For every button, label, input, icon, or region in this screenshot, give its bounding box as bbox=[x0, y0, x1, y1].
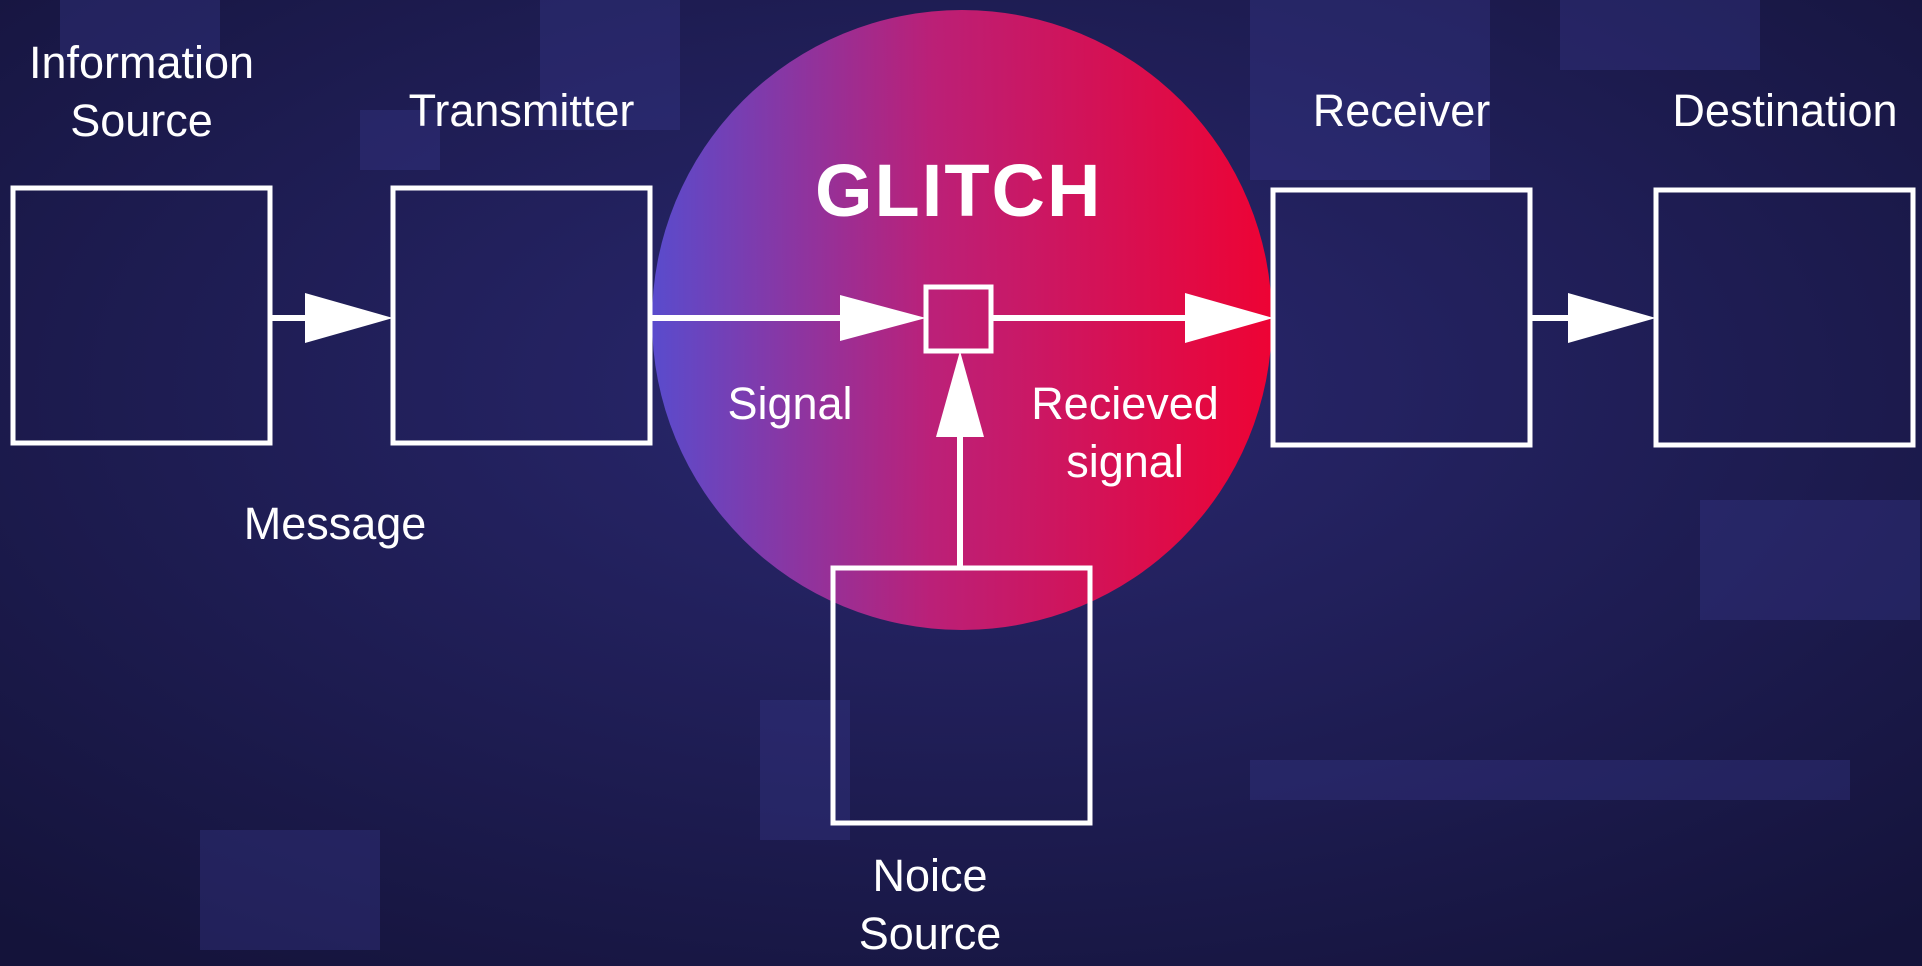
received-signal-label-line-2: signal bbox=[1066, 436, 1184, 487]
noise-source-label: Noice Source bbox=[830, 847, 1030, 963]
receiver-label: Receiver bbox=[1312, 85, 1491, 136]
transmitter-label: Transmitter bbox=[408, 85, 635, 136]
destination-box bbox=[1653, 187, 1916, 448]
signal-label: Signal bbox=[727, 378, 853, 429]
noise-source-label-line-2: Source bbox=[858, 908, 1002, 959]
signal-arrowhead bbox=[840, 295, 926, 341]
glitch-highlight-circle bbox=[652, 10, 1272, 630]
information-source-label-line-1: Information bbox=[28, 37, 255, 88]
background-texture bbox=[60, 0, 1920, 950]
noise-source-label-line-1: Noice bbox=[872, 850, 988, 901]
noise-arrowhead bbox=[936, 351, 984, 437]
information-source-label-line-2: Source bbox=[70, 95, 213, 146]
received-signal-arrowhead bbox=[1185, 293, 1273, 343]
information-source-label: Information Source bbox=[0, 34, 283, 150]
message-label: Message bbox=[243, 498, 427, 549]
message-arrowhead bbox=[305, 293, 393, 343]
glitch-title: GLITCH bbox=[815, 149, 1103, 232]
destination-label: Destination bbox=[1672, 85, 1898, 136]
output-arrowhead bbox=[1568, 293, 1656, 343]
received-signal-label: Recieved signal bbox=[1010, 375, 1240, 491]
received-signal-label-line-1: Recieved bbox=[1031, 378, 1219, 429]
